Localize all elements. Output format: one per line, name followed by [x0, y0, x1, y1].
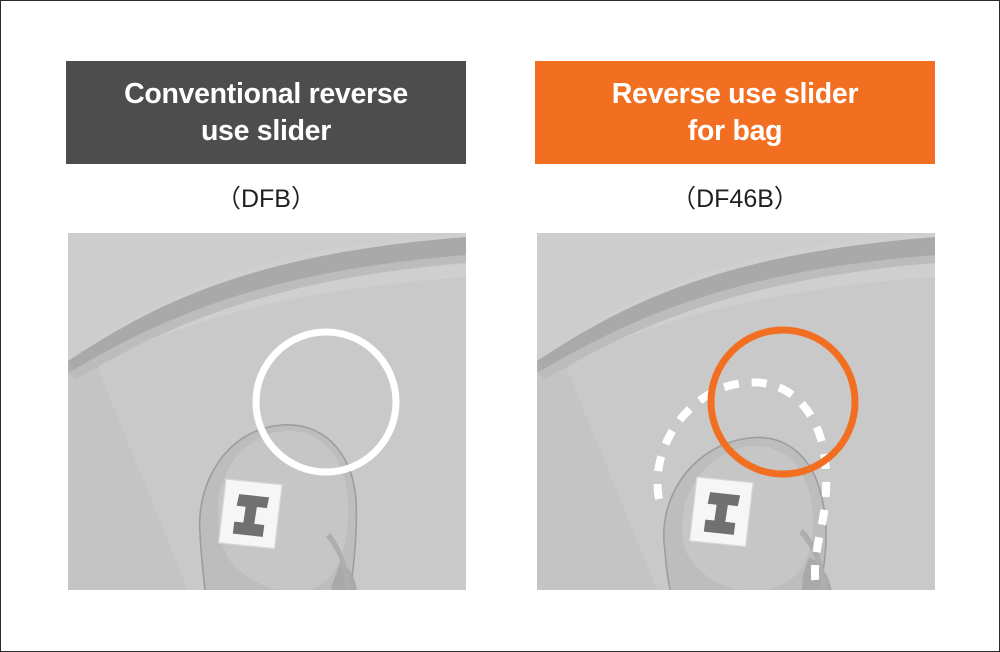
slider-puller: [217, 478, 283, 550]
fabric-wedge-left: [68, 359, 188, 590]
illustration-for-bag: [537, 233, 935, 590]
banner-for-bag: Reverse use slider for bag: [535, 61, 935, 164]
fabric-flap-top: [537, 233, 935, 361]
for-bag-slider-drawing: [537, 233, 935, 590]
banner-label-conventional: Conventional reverse use slider: [124, 78, 408, 147]
code-caption-for-bag: （DF46B）: [671, 185, 799, 213]
banner-label-for-bag: Reverse use slider for bag: [611, 78, 859, 147]
fabric-flap-edge-band: [68, 237, 466, 375]
conventional-slider-drawing: [68, 233, 466, 590]
white-highlight-circle: [252, 328, 400, 476]
illustration-conventional: [68, 233, 466, 590]
orange-highlight-circle: [707, 326, 859, 478]
code-caption-conventional: （DFB）: [215, 185, 316, 213]
white-dashed-profile-outline: [653, 378, 831, 590]
banner-conventional: Conventional reverse use slider: [66, 61, 466, 164]
fabric-flap-top: [68, 233, 466, 361]
slider-puller: [688, 476, 754, 548]
fabric-wedge-left: [537, 359, 657, 590]
fabric-flap-edge-band: [537, 237, 935, 375]
